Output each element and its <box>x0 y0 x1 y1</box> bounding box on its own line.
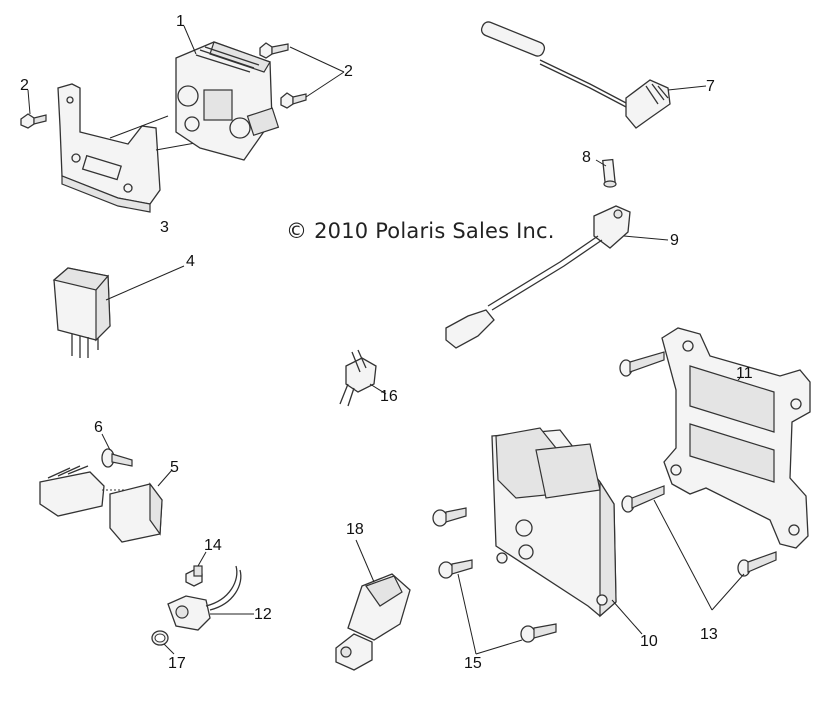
part-12-sensor <box>167 565 254 631</box>
callout-8: 8 <box>582 149 591 166</box>
part-18-sensor <box>335 539 411 671</box>
callout-17: 17 <box>168 655 186 672</box>
part-2-screws <box>20 42 345 129</box>
part-9-sensor <box>445 205 669 349</box>
callout-16: 16 <box>380 388 398 405</box>
copyright-notice: © 2010 Polaris Sales Inc. <box>286 219 555 243</box>
part-14-bolt <box>185 551 207 587</box>
part-11-plate <box>661 327 811 549</box>
callout-7: 7 <box>706 78 715 95</box>
part-8-pin <box>595 158 617 188</box>
callout-1: 1 <box>176 13 185 30</box>
part-6-clip <box>101 433 133 468</box>
callout-9: 9 <box>670 232 679 249</box>
part-7-sensor <box>480 21 707 129</box>
part-5-connector <box>39 465 173 543</box>
part-4-relay <box>52 265 185 358</box>
callout-3: 3 <box>160 219 169 236</box>
callout-2-right: 2 <box>344 63 353 80</box>
callout-15: 15 <box>464 655 482 672</box>
callout-2-left: 2 <box>20 77 29 94</box>
callout-11: 11 <box>736 365 753 382</box>
part-10-ecu <box>491 427 643 635</box>
callout-4: 4 <box>186 253 195 270</box>
part-13-screws <box>619 351 777 611</box>
callout-13: 13 <box>700 626 718 643</box>
part-17-o-ring <box>151 630 175 655</box>
part-15-screws <box>432 507 557 655</box>
callout-18: 18 <box>346 521 364 538</box>
part-16-connector <box>339 349 387 407</box>
callout-5: 5 <box>170 459 179 476</box>
part-1-regulator <box>175 25 280 161</box>
callout-10: 10 <box>640 633 658 650</box>
part-3-bracket <box>57 83 213 213</box>
callout-6: 6 <box>94 419 103 436</box>
callout-14: 14 <box>204 537 222 554</box>
callout-12: 12 <box>254 606 272 623</box>
